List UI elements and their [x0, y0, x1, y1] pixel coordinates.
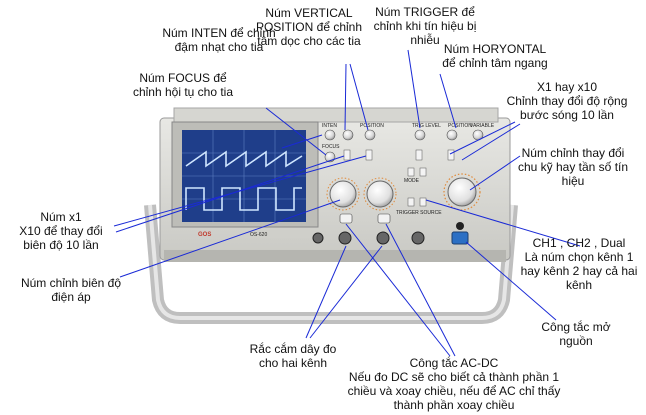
trace-square [185, 187, 302, 211]
x10-vertical-switch-2[interactable] [365, 149, 373, 161]
annotation-inten: Núm INTEN để chỉnh đậm nhạt cho tia [162, 26, 276, 54]
trig-level-label: TRIG LEVEL [412, 123, 441, 129]
annotation-horizontal: Núm HORYONTAL để chỉnh tâm ngang [442, 42, 548, 70]
source-switch-b[interactable] [419, 197, 427, 207]
probe-jack-ch1[interactable] [338, 231, 352, 245]
annotation-amplitude: Núm chỉnh biên độ điện áp [20, 276, 122, 304]
power-switch[interactable] [451, 231, 469, 245]
acdc-switch-ch2[interactable] [377, 213, 391, 224]
vertical-position-knob-1[interactable] [342, 129, 354, 141]
annotation-vertical-position: Núm VERTICAL POSITION để chỉnh tâm dọc c… [255, 6, 363, 48]
focus-label: FOCUS [322, 144, 340, 150]
volts-div-knob-ch1[interactable] [329, 180, 357, 208]
horizontal-position-knob[interactable] [446, 129, 458, 141]
model-label: OS-620 [250, 232, 267, 238]
annotation-trigger: Núm TRIGGER để chỉnh khi tín hiệu bị nhi… [373, 5, 477, 47]
variable-label: VARIABLE [470, 123, 495, 129]
annotation-frequency: Núm chỉnh thay đổi chu kỹ hay tần số tín… [517, 146, 629, 188]
trace-sawtooth [185, 150, 303, 168]
mode-switch-b[interactable] [419, 167, 427, 177]
annotation-x1-x10-horizontal: X1 hay x10 Chỉnh thay đổi độ rộng bước s… [506, 80, 628, 122]
x10-vertical-switch-1[interactable] [343, 149, 351, 161]
mode-label: MODE [404, 178, 420, 184]
brand-logo: GOS [198, 232, 211, 238]
ext-trigger-jack[interactable] [411, 231, 425, 245]
trigger-switch[interactable] [415, 149, 423, 161]
volts-div-knob-ch2[interactable] [366, 180, 394, 208]
ground-terminal[interactable] [456, 222, 464, 230]
annotation-probe: Rắc cắm dây đo cho hai kênh [249, 342, 337, 370]
x10-horizontal-switch[interactable] [447, 149, 455, 161]
annotation-channel-select: CH1 , CH2 , Dual Là núm chọn kênh 1 hay … [520, 236, 638, 292]
annotation-acdc: Công tắc AC-DC Nếu đo DC sẽ cho biết cả … [347, 356, 561, 412]
inten-knob[interactable] [324, 129, 336, 141]
trigger-level-knob[interactable] [414, 129, 426, 141]
vertical-position-knob-2[interactable] [364, 129, 376, 141]
position-v-label: POSITION [360, 123, 384, 129]
mode-switch-a[interactable] [407, 167, 415, 177]
trigger-source-label: TRIGGER SOURCE [396, 210, 442, 216]
inten-label: INTEN [322, 123, 337, 129]
time-div-knob[interactable] [447, 177, 477, 207]
probe-jack-ch2[interactable] [376, 231, 390, 245]
annotation-power: Công tắc mở nguồn [541, 320, 611, 348]
cal-jack[interactable] [312, 232, 324, 244]
annotation-focus: Núm FOCUS để chỉnh hội tụ cho tia [132, 71, 234, 99]
annotation-x1-vertical: Núm x1 X10 để thay đổi biên độ 10 lần [19, 210, 103, 252]
acdc-switch-ch1[interactable] [339, 213, 353, 224]
source-switch-a[interactable] [407, 197, 415, 207]
position-h-label: POSITION [448, 123, 472, 129]
